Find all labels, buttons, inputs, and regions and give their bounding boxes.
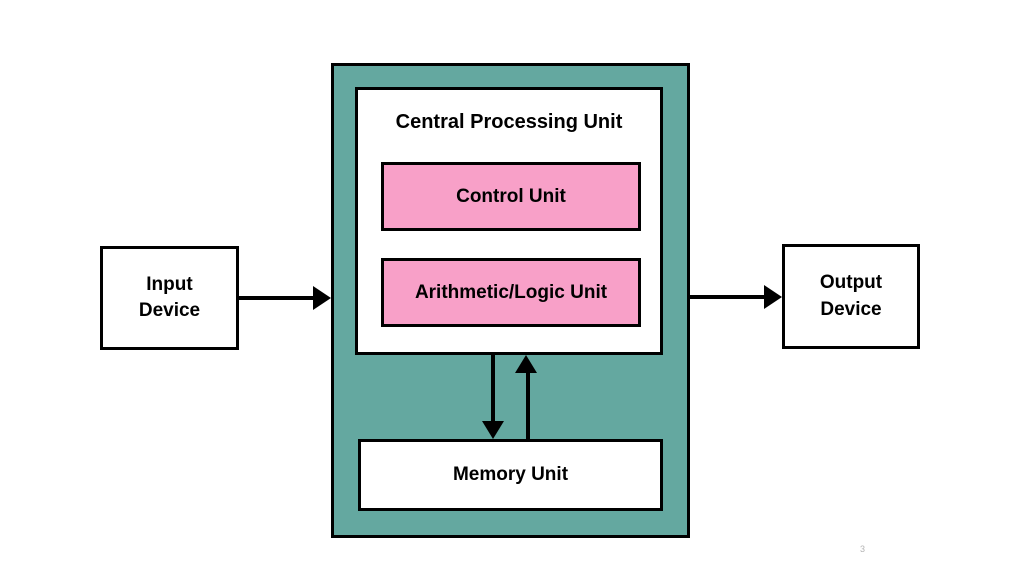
cpu-title: Central Processing Unit	[395, 110, 623, 133]
slide-page-number: 3	[860, 544, 866, 554]
output-device-block: Output Device	[782, 244, 920, 349]
control-unit-block: Control Unit	[381, 162, 641, 231]
cpu-to-memory-arrowhead-icon	[482, 421, 504, 439]
control-unit-label: Control Unit	[456, 185, 566, 207]
cpu-to-output-arrow-line	[690, 295, 766, 299]
cpu-to-memory-arrow-line	[491, 355, 495, 422]
memory-unit-label: Memory Unit	[452, 464, 569, 485]
memory-unit-block: Memory Unit	[358, 439, 663, 511]
alu-block: Arithmetic/Logic Unit	[381, 258, 641, 327]
output-device-label-line2: Device	[820, 298, 882, 320]
input-device-label-line1: Input	[146, 273, 193, 295]
input-device-block: Input Device	[100, 246, 239, 350]
memory-to-cpu-arrowhead-icon	[515, 355, 537, 373]
memory-to-cpu-arrow-line	[526, 372, 530, 439]
input-to-cpu-arrowhead-icon	[313, 286, 331, 310]
cpu-to-output-arrowhead-icon	[764, 285, 782, 309]
alu-label: Arithmetic/Logic Unit	[414, 281, 608, 303]
output-device-label-line1: Output	[819, 272, 883, 294]
input-device-label-line2: Device	[138, 300, 201, 321]
input-to-cpu-arrow-line	[239, 296, 315, 300]
